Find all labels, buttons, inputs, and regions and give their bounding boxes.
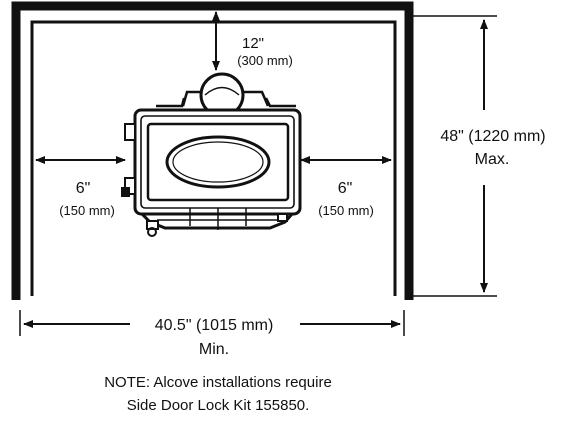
width-label: 40.5" (1015 mm): [155, 317, 274, 334]
right-clearance-metric: (150 mm): [318, 203, 374, 218]
left-clearance-metric: (150 mm): [59, 203, 115, 218]
top-clearance-metric: (300 mm): [237, 53, 293, 68]
width-dimension: [19, 310, 405, 336]
depth-dimension: [410, 15, 497, 297]
depth-label: 48" (1220 mm): [440, 128, 545, 145]
alcove-walls: [11, 1, 414, 300]
width-qualifier: Min.: [199, 341, 229, 358]
stove-top-view: [121, 72, 302, 237]
top-clearance-imperial: 12": [242, 35, 264, 52]
left-clearance-imperial: 6": [76, 180, 91, 197]
depth-qualifier: Max.: [475, 151, 510, 168]
note-line-2: Side Door Lock Kit 155850.: [127, 397, 310, 414]
right-clearance-imperial: 6": [338, 180, 353, 197]
note-line-1: NOTE: Alcove installations require: [104, 374, 332, 391]
